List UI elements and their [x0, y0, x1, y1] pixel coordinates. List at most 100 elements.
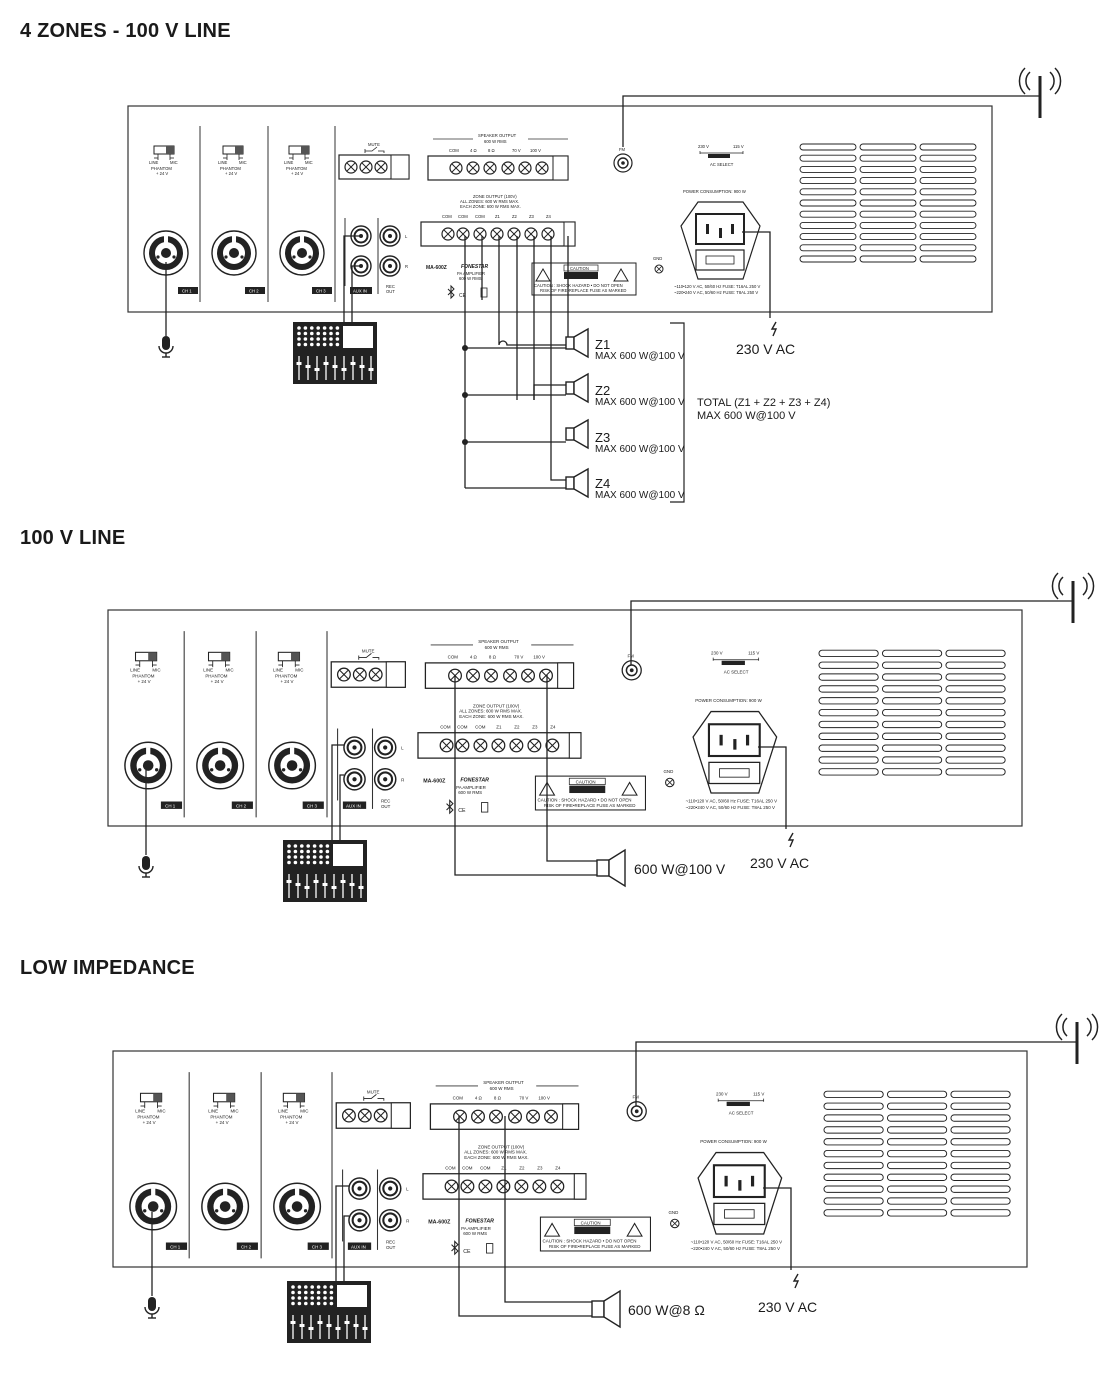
panel-label: RISK OF FIRE•REPLACE FUSE AS MARKED	[540, 288, 626, 293]
panel-label: LINE	[130, 667, 140, 672]
rca-jack-icon[interactable]	[343, 767, 366, 791]
panel-label: EACH ZONE: 600 W RMS MAX.	[459, 714, 523, 719]
terminal-screw	[527, 738, 542, 753]
panel-label: Z3	[532, 724, 538, 729]
panel-label: OUT	[381, 804, 391, 809]
rca-jack-icon[interactable]	[343, 736, 366, 759]
terminal-screw	[508, 1109, 523, 1124]
panel-label: CAUTION : SHOCK HAZARD • DO NOT OPEN	[538, 797, 632, 802]
panel-label: ZONE OUTPUT (100V)	[478, 1144, 525, 1149]
panel-label: ALL ZONES: 600 W RMS MAX.	[464, 1150, 527, 1155]
terminal-screw	[456, 227, 470, 241]
terminal-screw	[491, 738, 506, 753]
panel-label: 8 Ω	[488, 148, 495, 153]
panel-label: PA AMPLIFIER	[456, 785, 486, 790]
terminal-screw	[439, 738, 454, 753]
section-title-100v-line: 100 V LINE	[20, 527, 126, 549]
rca-jack-icon[interactable]	[379, 225, 401, 247]
terminal-screw	[341, 1108, 356, 1123]
panel-label: + 24 V	[156, 171, 168, 176]
panel-label: MIC	[300, 1108, 309, 1113]
xlr-combo-jack-icon[interactable]	[279, 230, 325, 276]
terminal-screw	[471, 1109, 485, 1124]
panel-label: ~110•120 V AC, 50/60 Hz FUSE: T16AL 250 …	[691, 1240, 782, 1245]
rca-jack-icon[interactable]	[378, 1208, 402, 1232]
terminal-screw	[490, 227, 504, 241]
zone-rating: MAX 600 W@100 V	[595, 351, 685, 362]
panel-label: 600 W RMS	[463, 1231, 487, 1236]
xlr-combo-jack-icon[interactable]	[196, 741, 245, 790]
terminal-screw	[352, 667, 367, 682]
xlr-combo-jack-icon[interactable]	[124, 741, 173, 790]
speaker-icon	[596, 848, 626, 888]
panel-label: CH 3	[316, 289, 326, 294]
panel-label: CE	[463, 1249, 471, 1255]
panel-label: 600 W RMS	[490, 1086, 514, 1091]
rca-jack-icon[interactable]	[379, 255, 401, 277]
panel-label: RISK OF FIRE•REPLACE FUSE AS MARKED	[544, 803, 636, 808]
panel-label: REC	[386, 284, 395, 289]
rca-jack-icon[interactable]	[348, 1177, 371, 1200]
panel-label: 70 V	[512, 148, 521, 153]
panel-label: PHANTOM	[132, 674, 154, 679]
mixer-icon	[283, 840, 367, 902]
terminal-screw	[496, 1179, 511, 1194]
rca-jack-icon[interactable]	[350, 255, 372, 277]
terminal-screw	[374, 160, 388, 174]
power-label: 230 V AC	[736, 341, 795, 357]
vent-grille	[823, 1090, 1011, 1217]
xlr-combo-jack-icon[interactable]	[143, 230, 189, 276]
terminal-screw	[484, 668, 498, 683]
xlr-combo-jack-icon[interactable]	[273, 1182, 322, 1231]
panel-label: CH 3	[312, 1244, 323, 1249]
speaker-label: 600 W@8 Ω	[628, 1302, 705, 1318]
rca-jack-icon[interactable]	[373, 767, 397, 791]
rca-jack-icon[interactable]	[348, 1208, 371, 1232]
panel-label: CAUTION : SHOCK HAZARD • DO NOT OPEN	[534, 283, 623, 288]
zone-rating: MAX 600 W@100 V	[595, 397, 685, 408]
terminal-screw	[444, 1179, 459, 1194]
panel-label: OUT	[386, 289, 395, 294]
panel-label: 115 V	[748, 650, 759, 655]
panel-label: PA AMPLIFIER	[461, 1226, 491, 1231]
mixer-icon	[287, 1281, 371, 1343]
panel-label: PHANTOM	[286, 166, 307, 171]
panel-label: MIC	[305, 160, 313, 165]
xlr-combo-jack-icon[interactable]	[268, 741, 317, 790]
power-label: 230 V AC	[750, 855, 809, 871]
speaker-z1-icon	[565, 327, 589, 359]
section-title-low-impedance: LOW IMPEDANCE	[20, 957, 195, 979]
zone-rating: MAX 600 W@100 V	[595, 490, 685, 501]
xlr-combo-jack-icon[interactable]	[129, 1182, 178, 1231]
xlr-combo-jack-icon[interactable]	[211, 230, 257, 276]
zone-name: Z1	[595, 337, 610, 352]
rca-jack-icon[interactable]	[373, 736, 397, 759]
panel-label: 600 W RMS	[459, 276, 482, 281]
panel-label: PHANTOM	[210, 1115, 232, 1120]
panel-label: 600 W RMS	[485, 645, 509, 650]
panel-label: CH 1	[170, 1244, 181, 1249]
section-title-4-zones: 4 ZONES - 100 V LINE	[20, 20, 231, 42]
total-line-2: MAX 600 W@100 V	[697, 410, 796, 422]
xlr-combo-jack-icon[interactable]	[201, 1182, 250, 1231]
terminal-screw	[483, 161, 497, 175]
panel-label: ALL ZONES: 600 W RMS MAX.	[459, 709, 522, 714]
antenna-icon	[1018, 67, 1062, 118]
rca-jack-icon[interactable]	[378, 1177, 402, 1200]
terminal-screw	[545, 738, 560, 753]
speaker-z2-icon	[565, 372, 589, 404]
panel-label: COM	[449, 148, 459, 153]
panel-label: COM	[440, 724, 451, 729]
panel-label: FONESTAR	[465, 1218, 494, 1224]
panel-label: + 24 V	[143, 1120, 156, 1125]
